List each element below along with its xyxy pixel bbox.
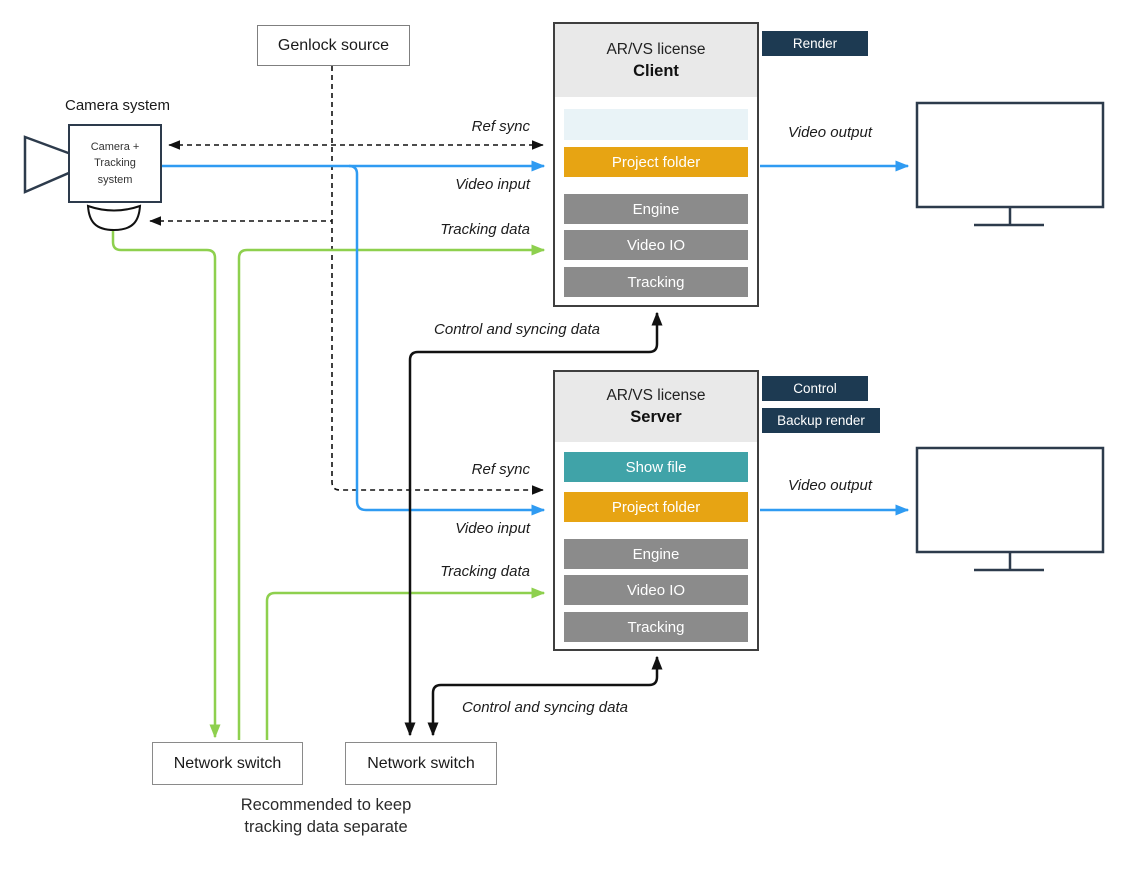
client-slot-project-folder: Project folder [564,147,748,177]
switch-to-server-tracking-line [265,587,546,740]
camera-box-line3: system [97,173,133,186]
server-video-output-label: Video output [788,477,872,494]
network-switch-right-label: Network switch [367,754,475,772]
client-slot-engine: Engine [564,194,748,224]
switch-server-control-line [427,655,663,737]
genlock-source-box: Genlock source [257,25,410,66]
server-video-input-label: Video input [455,520,530,537]
client-tracking-data-label: Tracking data [440,221,530,238]
client-control-data-label: Control and syncing data [434,321,600,338]
client-video-output-label: Video output [788,124,872,141]
client-slot-tracking: Tracking [564,267,748,297]
client-slot-empty [564,109,748,140]
client-ref-sync-label: Ref sync [471,118,530,135]
network-switch-right-box: Network switch [345,742,497,785]
tracking-note: Recommended to keep tracking data separa… [210,794,442,839]
genlock-source-label: Genlock source [277,36,390,54]
network-switch-left-box: Network switch [152,742,303,785]
camera-box-line2: Tracking [94,157,136,170]
server-slot-video-io: Video IO [564,575,748,605]
server-role-label: Server [630,408,682,426]
server-control-badge: Control [762,376,868,401]
client-box: AR/VS license Client Project folder Engi… [553,22,759,307]
monitor-server-icon [915,446,1105,572]
sensor-to-switch-tracking-line [111,230,221,739]
client-video-input-label: Video input [455,176,530,193]
server-backup-render-badge: Backup render [762,408,880,433]
server-header: AR/VS license Server [555,372,757,442]
client-slot-video-io: Video IO [564,230,748,260]
server-control-data-label: Control and syncing data [462,699,628,716]
client-license-label: AR/VS license [606,40,706,58]
server-license-label: AR/VS license [606,387,706,404]
switch-client-control-line [404,311,663,737]
network-switch-left-label: Network switch [173,754,282,772]
camera-to-server-video-line [348,164,546,516]
tracking-sensor-icon [86,204,142,232]
server-slot-tracking: Tracking [564,612,748,642]
server-box: AR/VS license Server Show file Project f… [553,370,759,651]
server-slot-engine: Engine [564,539,748,569]
tracking-note-line2: tracking data separate [244,818,408,837]
camera-box-line1: Camera + [90,140,140,153]
server-tracking-data-label: Tracking data [440,563,530,580]
camera-system-title: Camera system [64,97,171,114]
server-ref-sync-label: Ref sync [471,461,530,478]
client-role-label: Client [633,61,679,80]
genlock-to-server-ref-sync-line [331,66,544,495]
client-header: AR/VS license Client [555,24,757,97]
camera-lens-icon [23,135,73,194]
server-slot-project-folder: Project folder [564,492,748,522]
switch-to-client-tracking-line [237,244,546,740]
tracking-note-line1: Recommended to keep [240,796,412,814]
client-render-badge: Render [762,31,868,56]
monitor-client-icon [915,101,1105,227]
camera-tracking-box: Camera + Tracking system [68,124,162,203]
server-slot-show-file: Show file [564,452,748,482]
